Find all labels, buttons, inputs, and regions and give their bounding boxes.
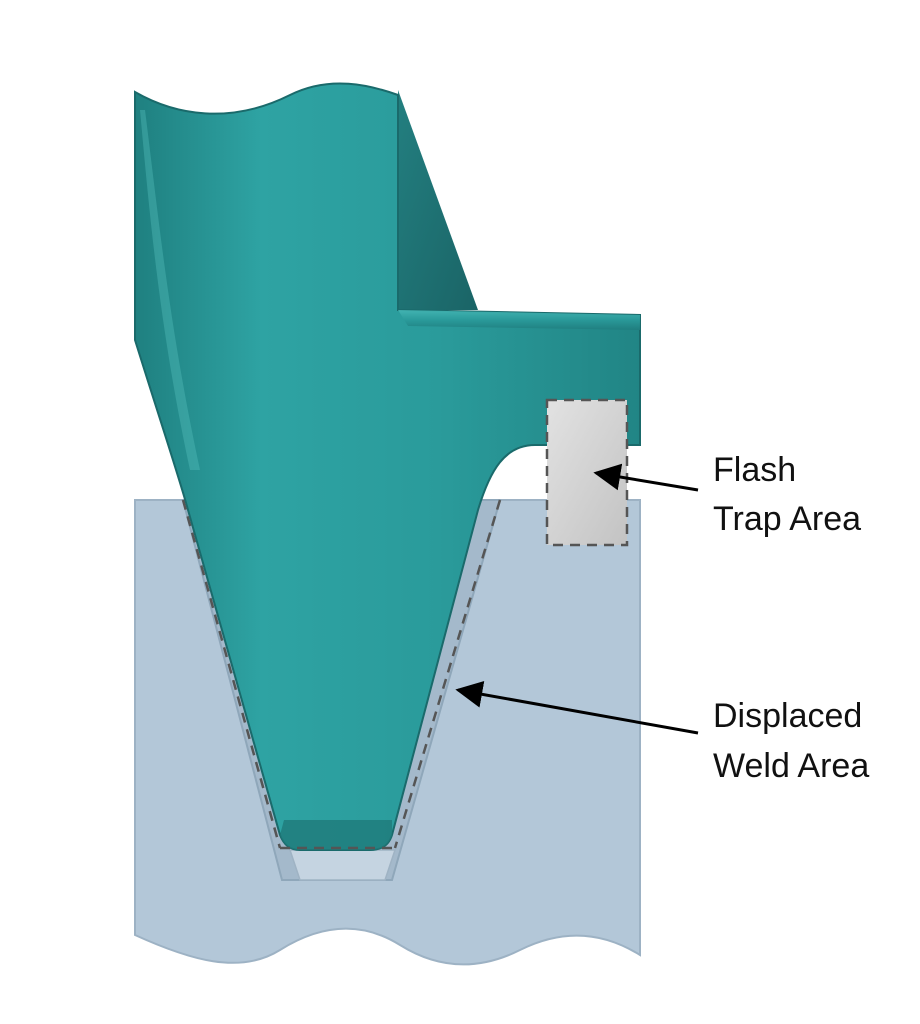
- displaced-weld-label-line2: Weld Area: [713, 747, 869, 785]
- displaced-weld-label: Displaced Weld Area: [713, 697, 872, 785]
- weld-tool: [134, 82, 641, 851]
- callout-arrows: [455, 463, 699, 735]
- flash-trap-label: Flash Trap Area: [713, 451, 861, 538]
- displaced-weld-arrow: [455, 680, 699, 735]
- displaced-weld-outline: [181, 499, 502, 850]
- displaced-weld-label-line1: Displaced: [713, 697, 862, 735]
- flash-trap-arrow: [593, 463, 699, 492]
- flash-trap-label-line2: Trap Area: [713, 500, 861, 538]
- flash-trap-label-line1: Flash: [713, 451, 796, 489]
- flash-trap-box: [545, 398, 629, 547]
